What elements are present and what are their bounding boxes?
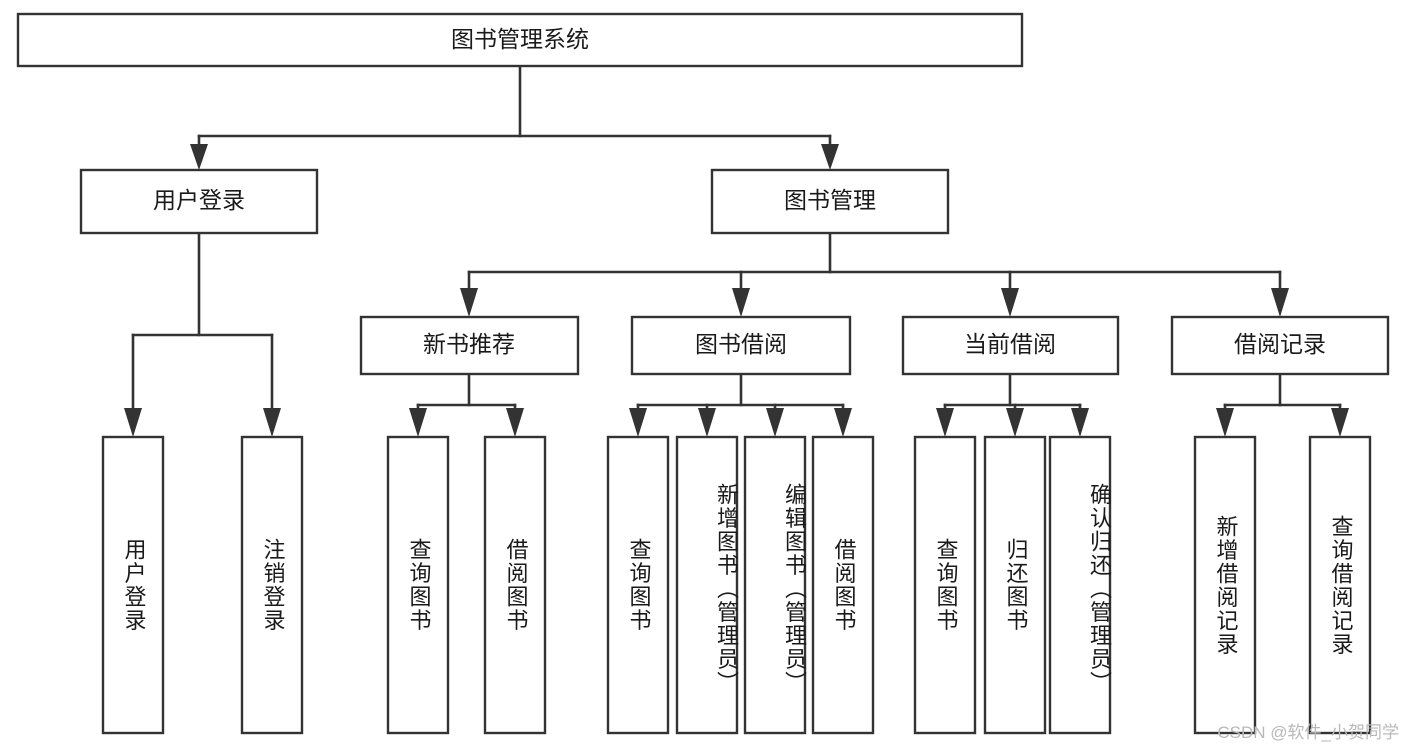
leaf-box-borrow-book[interactable] xyxy=(811,435,875,735)
leaf-box-logout-login[interactable] xyxy=(240,435,304,735)
arrow-head-to-user-login xyxy=(190,144,208,170)
leaf-box-return-book[interactable] xyxy=(983,435,1047,735)
leaf-box-add-book-admin[interactable] xyxy=(675,435,739,735)
node-root-book-management-system[interactable]: 图书管理系统 xyxy=(16,12,1024,68)
node-current-borrow-label: 当前借阅 xyxy=(964,331,1056,357)
node-current-borrow[interactable]: 当前借阅 xyxy=(901,315,1120,376)
connector-group-borrowrecord-to-leaves xyxy=(1216,372,1349,437)
arrow-head-bookborrow-leaf-4 xyxy=(834,408,852,437)
node-borrow-record-box[interactable] xyxy=(1170,315,1390,376)
node-current-borrow-box[interactable] xyxy=(901,315,1120,376)
node-new-book-recommend-box[interactable] xyxy=(359,315,580,376)
leaf-box-confirm-return-admin[interactable] xyxy=(1048,435,1112,735)
node-user-login-box[interactable] xyxy=(79,168,319,235)
arrow-head-book-borrow xyxy=(732,288,750,317)
leaf-box-user-login[interactable] xyxy=(101,435,165,735)
arrow-head-currentborrow-leaf-2 xyxy=(1006,408,1024,437)
node-user-login[interactable]: 用户登录 xyxy=(79,168,319,235)
leaf-box-query-book-recommend[interactable] xyxy=(386,435,450,735)
connector-group-newbook-to-leaves xyxy=(409,372,524,437)
leaf-box-edit-book-admin[interactable] xyxy=(743,435,807,735)
node-new-book-recommend[interactable]: 新书推荐 xyxy=(359,315,580,376)
node-user-login-label: 用户登录 xyxy=(153,187,245,213)
connector-group-currentborrow-to-leaves xyxy=(936,372,1089,437)
node-borrow-record[interactable]: 借阅记录 xyxy=(1170,315,1390,376)
leaf-box-query-book-current[interactable] xyxy=(913,435,977,735)
connector-group-userlogin-to-leaves xyxy=(124,231,281,437)
csdn-watermark: CSDN @软件_小贺同学 xyxy=(1217,723,1399,742)
connector-group-bookborrow-to-leaves xyxy=(629,372,852,437)
node-book-management[interactable]: 图书管理 xyxy=(710,168,950,235)
arrow-head-leaf-user-login xyxy=(124,408,142,437)
arrow-head-borrowrecord-leaf-2 xyxy=(1331,408,1349,437)
node-book-borrow[interactable]: 图书借阅 xyxy=(630,315,852,376)
arrow-head-currentborrow-leaf-1 xyxy=(936,408,954,437)
connector-group-bookmanage-to-level3 xyxy=(460,231,1289,317)
arrow-head-bookborrow-leaf-3 xyxy=(766,408,784,437)
leaf-boxes-group xyxy=(101,435,1372,735)
arrow-head-to-book-manage xyxy=(821,144,839,170)
node-root-box[interactable] xyxy=(16,12,1024,68)
leaf-box-borrow-book-recommend[interactable] xyxy=(483,435,547,735)
arrow-head-currentborrow-leaf-3 xyxy=(1071,408,1089,437)
arrow-head-borrow-record xyxy=(1271,288,1289,317)
arrow-head-current-borrow xyxy=(1001,288,1019,317)
connector-group-root-to-level2 xyxy=(190,64,839,170)
arrow-head-bookborrow-leaf-1 xyxy=(629,408,647,437)
arrow-head-newbook-leaf-1 xyxy=(409,408,427,437)
node-book-management-box[interactable] xyxy=(710,168,950,235)
arrow-head-newbook-leaf-2 xyxy=(506,408,524,437)
node-book-borrow-box[interactable] xyxy=(630,315,852,376)
leaf-box-query-borrow-record[interactable] xyxy=(1308,435,1372,735)
node-book-borrow-label: 图书借阅 xyxy=(695,331,787,357)
node-root-label: 图书管理系统 xyxy=(451,26,589,52)
node-new-book-recommend-label: 新书推荐 xyxy=(423,331,515,357)
node-book-management-label: 图书管理 xyxy=(784,187,876,213)
node-borrow-record-label: 借阅记录 xyxy=(1234,331,1326,357)
leaf-box-query-book-borrow[interactable] xyxy=(606,435,670,735)
arrow-head-borrowrecord-leaf-1 xyxy=(1216,408,1234,437)
leaf-box-add-borrow-record[interactable] xyxy=(1193,435,1257,735)
arrow-head-leaf-logout xyxy=(263,408,281,437)
arrow-head-new-book-recommend xyxy=(460,288,478,317)
arrow-head-bookborrow-leaf-2 xyxy=(698,408,716,437)
